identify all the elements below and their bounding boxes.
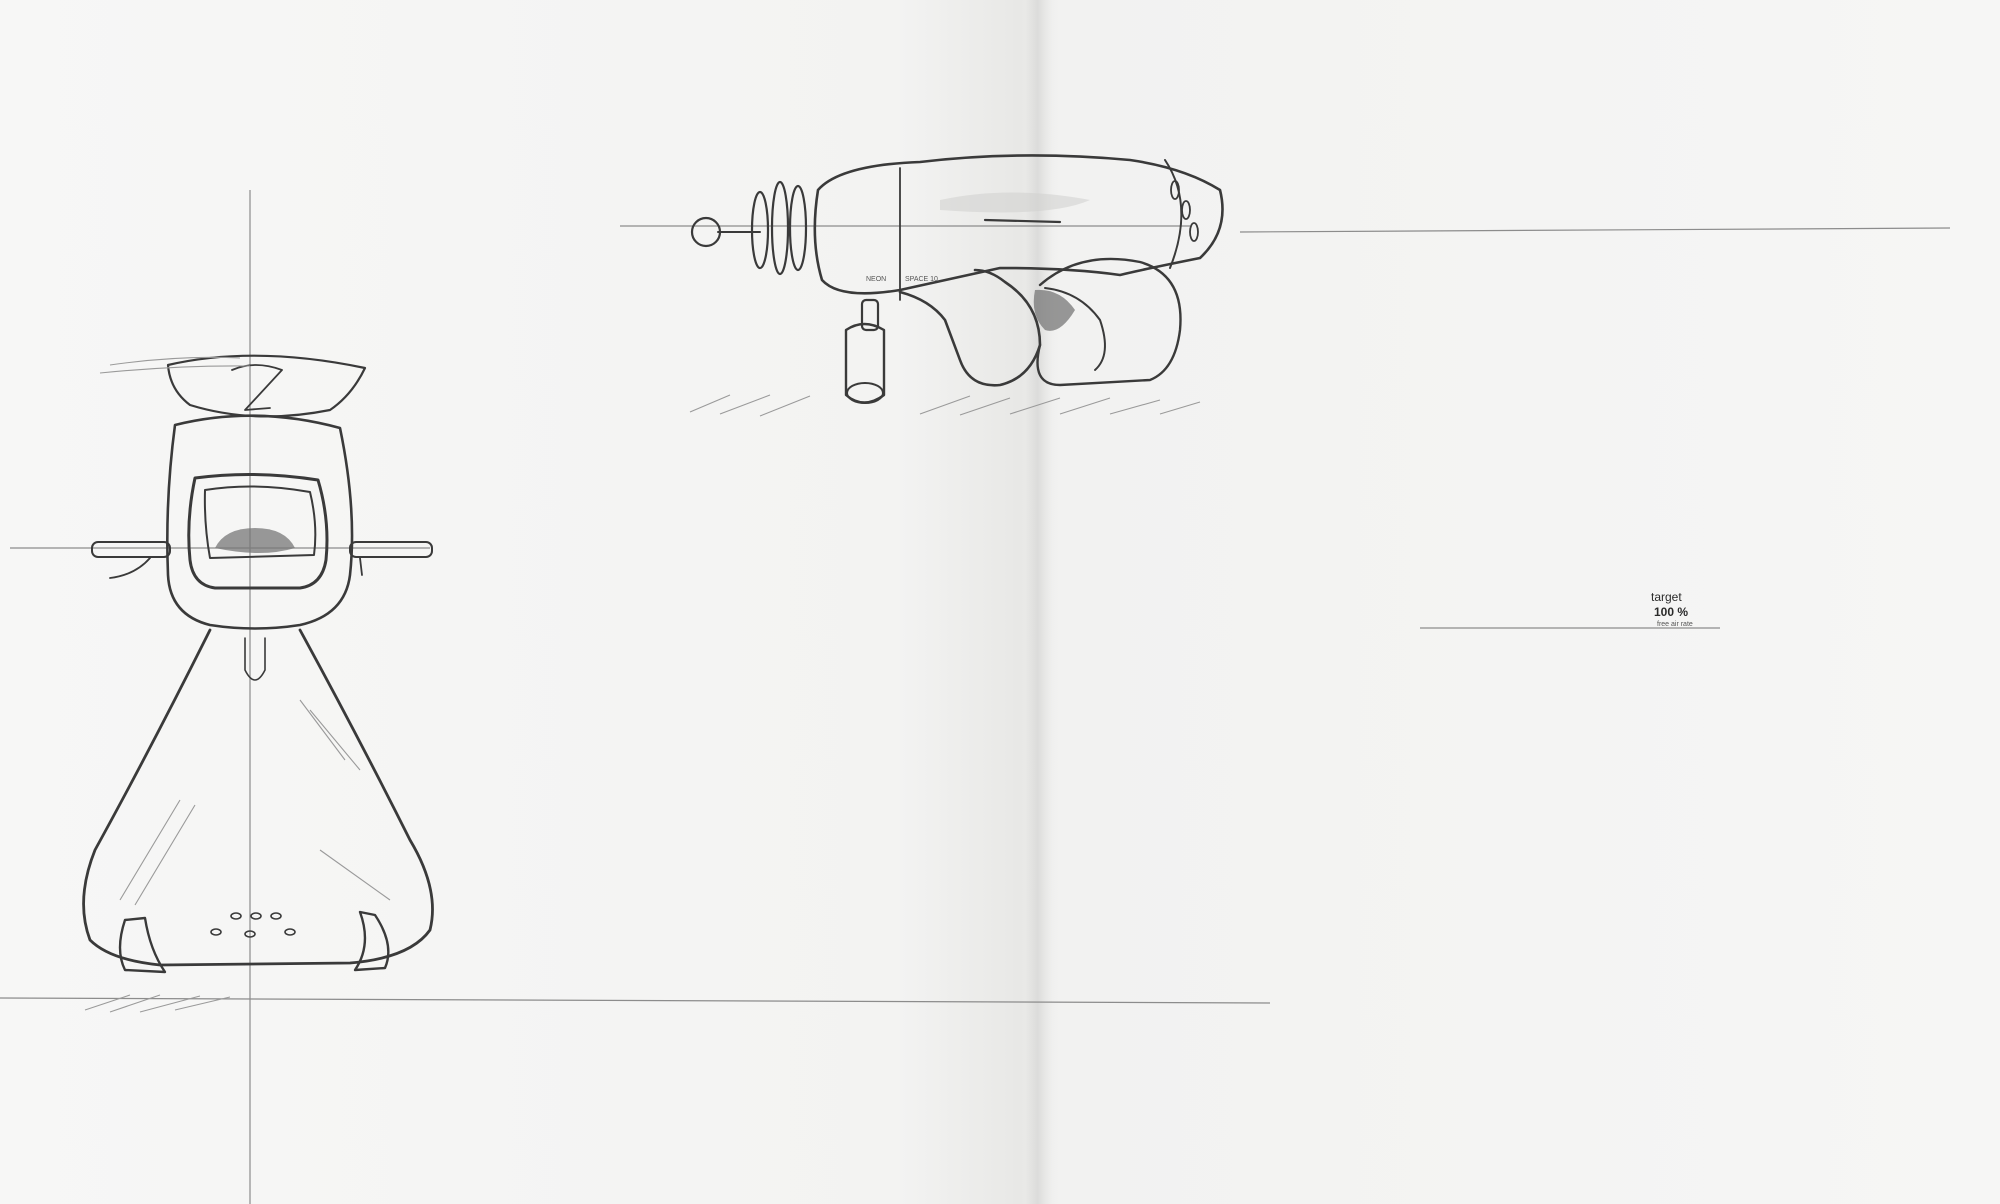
ray-gun-side-sketch	[689, 154, 1224, 417]
gauge-percent-value: 100 %	[1654, 605, 1689, 619]
gun-label-b: SPACE 10	[905, 276, 938, 283]
gun-label-a: NEON	[866, 276, 887, 283]
gauge-target-label: target	[1651, 590, 1682, 604]
gauge-subtext: free air rate	[1657, 621, 1693, 628]
construction-lines	[0, 190, 1951, 1204]
front-view-sketch	[82, 354, 434, 1013]
